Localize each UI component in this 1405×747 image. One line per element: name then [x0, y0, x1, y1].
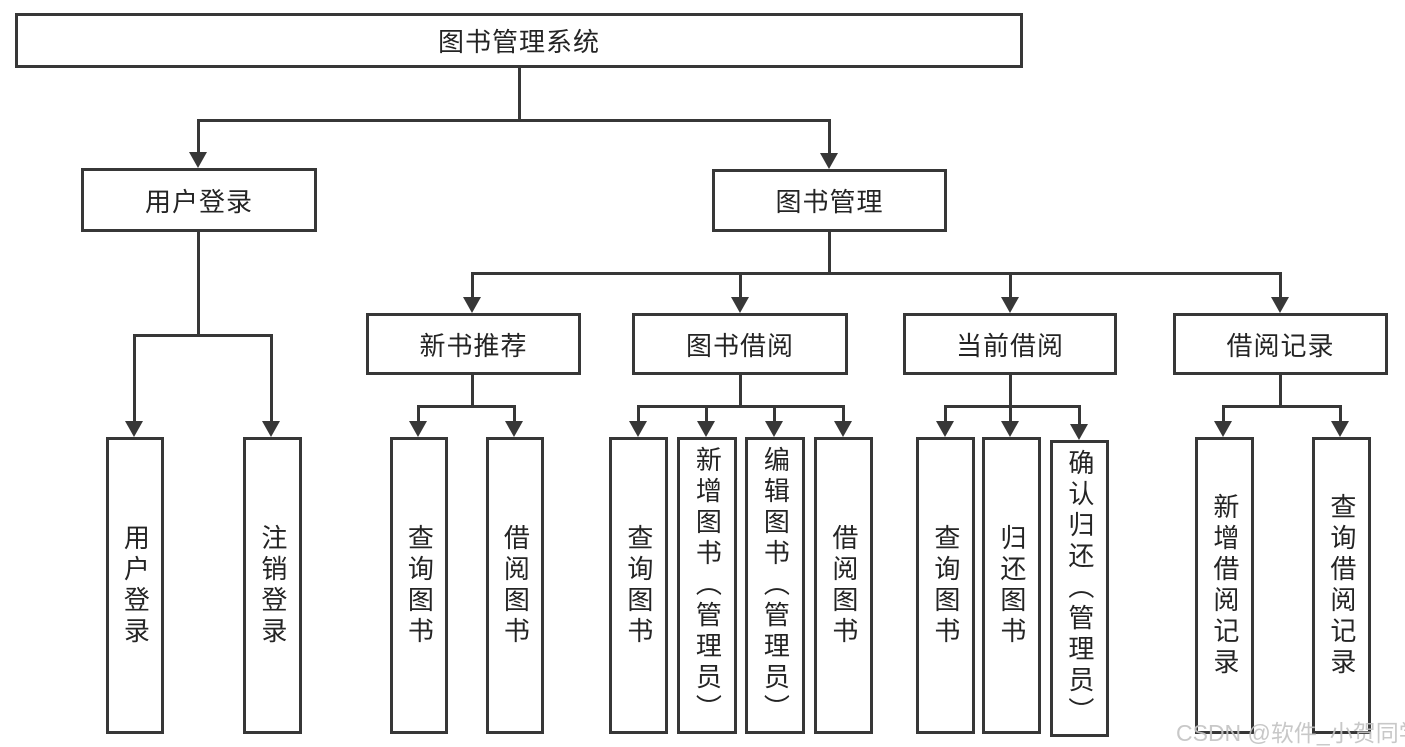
arrow-down-icon: [1214, 405, 1232, 437]
node-label: 用户登录: [120, 523, 151, 648]
node-label: 用户登录: [144, 186, 253, 217]
node-label: 新增图书（管理员）: [692, 446, 723, 725]
node-book-management: 图书管理: [712, 169, 947, 232]
arrow-down-icon: [1331, 405, 1349, 437]
node-label: 借阅记录: [1226, 330, 1335, 361]
node-new-book-recommendation: 新书推荐: [366, 313, 581, 375]
leaf-confirm-return-admin: 确认归还（管理员）: [1050, 440, 1109, 737]
node-label: 查询图书: [623, 523, 654, 648]
connector-line: [417, 405, 516, 408]
arrow-down-icon: [936, 405, 954, 437]
arrow-down-icon: [1001, 405, 1019, 437]
arrow-down-icon: [1001, 272, 1019, 313]
node-label: 图书管理: [775, 187, 884, 217]
leaf-borrow-book: 借阅图书: [486, 437, 544, 734]
arrow-down-icon: [1271, 272, 1289, 313]
connector-line: [1222, 405, 1342, 408]
arrow-down-icon: [505, 405, 523, 437]
leaf-user-login: 用户登录: [106, 437, 164, 734]
arrow-down-icon: [697, 405, 715, 437]
node-label: 图书借阅: [685, 330, 794, 361]
leaf-borrow-book: 借阅图书: [814, 437, 873, 734]
connector-line: [471, 272, 1282, 275]
connector-line: [133, 334, 273, 337]
connector-line: [637, 405, 844, 408]
arrow-down-icon: [834, 405, 852, 437]
arrow-down-icon: [463, 272, 481, 313]
connector-line: [197, 232, 200, 337]
leaf-query-book: 查询图书: [609, 437, 668, 734]
leaf-edit-book-admin: 编辑图书（管理员）: [745, 437, 805, 734]
arrow-down-icon: [409, 405, 427, 437]
leaf-logout: 注销登录: [243, 437, 302, 734]
node-label: 借阅图书: [500, 523, 531, 648]
arrow-down-icon: [629, 405, 647, 437]
connector-line: [828, 232, 831, 275]
leaf-return-book: 归还图书: [982, 437, 1041, 734]
leaf-query-borrow-record: 查询借阅记录: [1312, 437, 1371, 734]
node-label: 编辑图书（管理员）: [760, 446, 791, 725]
leaf-query-book: 查询图书: [916, 437, 975, 734]
arrow-down-icon: [820, 119, 838, 169]
arrow-down-icon: [765, 405, 783, 437]
node-user-login: 用户登录: [81, 168, 317, 232]
arrow-down-icon: [1070, 405, 1088, 440]
node-label: 图书管理系统: [437, 27, 600, 57]
leaf-add-borrow-record: 新增借阅记录: [1195, 437, 1254, 734]
connector-line: [944, 405, 1080, 408]
connector-line: [1279, 375, 1282, 408]
arrow-down-icon: [189, 119, 207, 168]
connector-line: [197, 119, 831, 122]
connector-line: [471, 375, 474, 408]
node-label: 注销登录: [257, 523, 288, 648]
node-label: 归还图书: [996, 523, 1027, 648]
node-label: 查询借阅记录: [1326, 492, 1357, 679]
leaf-add-book-admin: 新增图书（管理员）: [677, 437, 737, 734]
node-label: 查询图书: [930, 523, 961, 648]
connector-line: [518, 66, 521, 122]
arrow-down-icon: [731, 272, 749, 313]
node-label: 借阅图书: [828, 523, 859, 648]
leaf-query-book: 查询图书: [390, 437, 448, 734]
connector-line: [1009, 375, 1012, 408]
node-borrowing-records: 借阅记录: [1173, 313, 1388, 375]
arrow-down-icon: [125, 334, 143, 437]
node-label: 查询图书: [404, 523, 435, 648]
connector-line: [739, 375, 742, 408]
arrow-down-icon: [262, 334, 280, 437]
node-label: 确认归还（管理员）: [1064, 449, 1095, 728]
node-book-borrowing: 图书借阅: [632, 313, 848, 375]
node-label: 新增借阅记录: [1209, 492, 1240, 679]
node-library-management-system: 图书管理系统: [15, 13, 1023, 68]
node-label: 新书推荐: [419, 330, 528, 361]
node-label: 当前借阅: [955, 330, 1064, 361]
watermark: CSDN @软件_小贺同学: [1176, 720, 1405, 746]
node-current-borrowing: 当前借阅: [903, 313, 1117, 375]
